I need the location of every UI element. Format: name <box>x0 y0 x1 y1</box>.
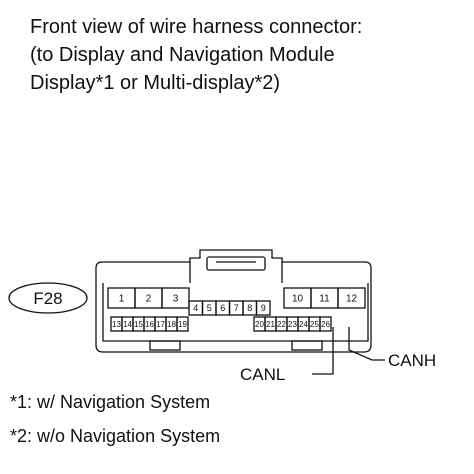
pin-number-20: 20 <box>255 320 264 329</box>
pin-number-17: 17 <box>156 320 165 329</box>
locking-tab <box>206 256 266 271</box>
pin-number-16: 16 <box>145 320 154 329</box>
connector-inner-outline <box>102 262 369 342</box>
pin-cell-26 <box>319 316 332 332</box>
pin-number-5: 5 <box>207 303 212 313</box>
pin-number-21: 21 <box>266 320 275 329</box>
pin-number-1: 1 <box>119 294 125 305</box>
pin-number-22: 22 <box>277 320 286 329</box>
pin-cell-3 <box>161 287 190 309</box>
pin-number-26: 26 <box>321 320 330 329</box>
bottom-key-right <box>291 340 323 351</box>
pin-number-13: 13 <box>112 320 121 329</box>
pin-number-8: 8 <box>247 303 252 313</box>
heading-line-2: (to Display and Navigation Module <box>30 44 335 66</box>
canh-callout-line <box>348 327 385 361</box>
pin-number-19: 19 <box>178 320 187 329</box>
pin-number-4: 4 <box>193 303 198 313</box>
connector-housing <box>95 249 372 353</box>
pin-number-11: 11 <box>319 294 330 305</box>
pin-cell-9 <box>255 300 271 316</box>
pin-number-7: 7 <box>234 303 239 313</box>
pin-number-24: 24 <box>299 320 308 329</box>
note-navigation: *1: w/ Navigation System <box>10 392 211 412</box>
connector-code-label: F28 <box>33 289 62 308</box>
heading-line-1: Front view of wire harness connector: <box>30 16 363 38</box>
pin-number-10: 10 <box>292 294 304 305</box>
pin-number-12: 12 <box>346 294 358 305</box>
pin-number-2: 2 <box>146 294 152 305</box>
pin-number-18: 18 <box>167 320 176 329</box>
pin-number-14: 14 <box>123 320 132 329</box>
canh-label: CANH <box>388 351 436 370</box>
pin-number-9: 9 <box>261 303 266 313</box>
canl-label: CANL <box>240 365 285 384</box>
note-no-navigation: *2: w/o Navigation System <box>10 426 221 446</box>
pin-number-25: 25 <box>310 320 319 329</box>
diagram-heading: Front view of wire harness connector: (t… <box>30 13 460 97</box>
pin-number-23: 23 <box>288 320 297 329</box>
bottom-key-left <box>149 340 181 351</box>
heading-line-3: Display*1 or Multi-display*2) <box>30 72 281 94</box>
pin-number-3: 3 <box>173 294 179 305</box>
canl-callout-line <box>312 327 334 375</box>
connector-code-ellipse <box>8 282 88 314</box>
pin-number-6: 6 <box>220 303 225 313</box>
pin-cell-12 <box>337 287 366 309</box>
pin-number-15: 15 <box>134 320 143 329</box>
pin-cell-19 <box>176 316 189 332</box>
